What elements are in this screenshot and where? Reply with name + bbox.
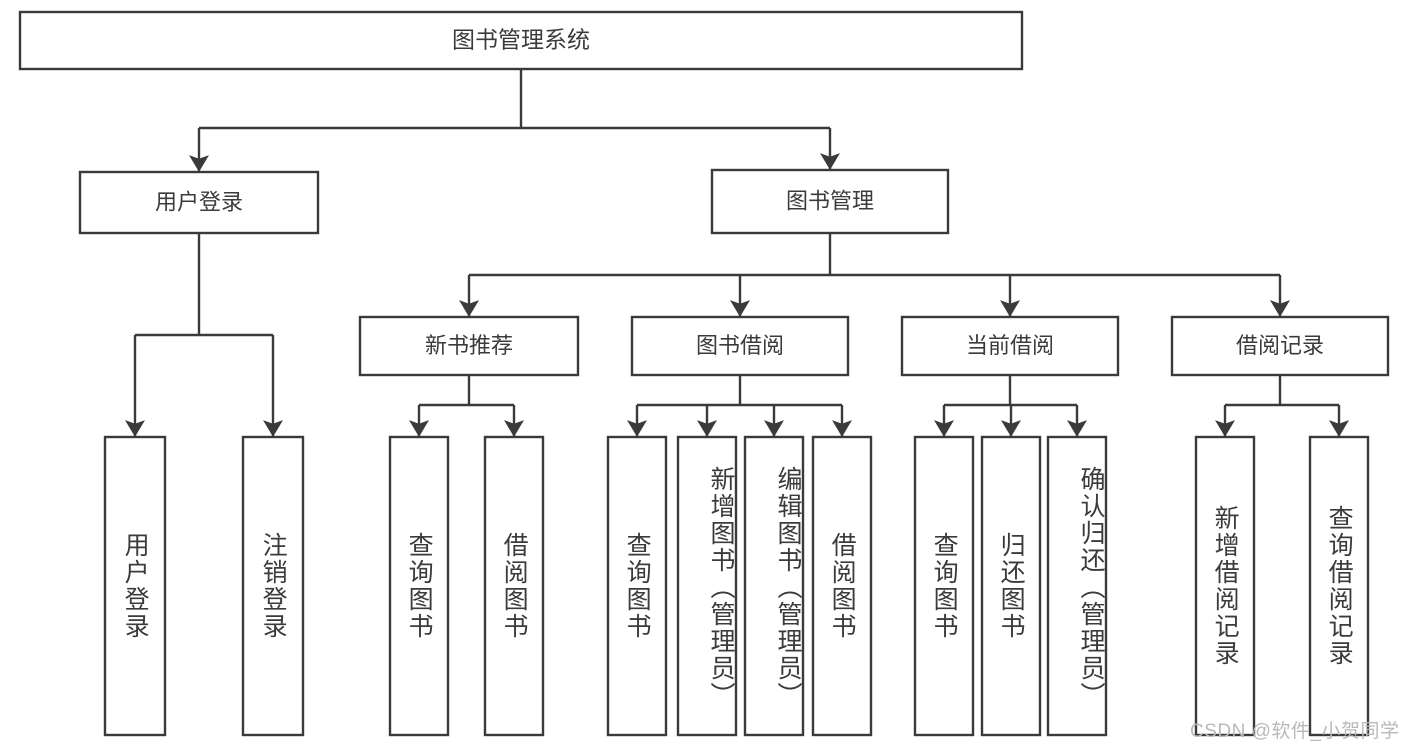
node-leaf-query-record[interactable] — [1308, 435, 1370, 737]
node-box-leaf-query-record — [1308, 435, 1370, 737]
node-label-borrow-record: 借阅记录 — [1236, 333, 1324, 358]
node-label-root: 图书管理系统 — [452, 27, 590, 53]
node-new-book-rec[interactable]: 新书推荐 — [358, 315, 580, 377]
connectors-layer — [124, 69, 1350, 437]
node-box-leaf-return-book — [980, 435, 1042, 737]
node-leaf-query-book-3[interactable] — [913, 435, 975, 737]
node-box-root — [18, 10, 1024, 71]
node-box-leaf-query-book-3 — [913, 435, 975, 737]
node-book-borrow[interactable]: 图书借阅 — [630, 315, 850, 377]
node-leaf-edit-book[interactable] — [743, 435, 805, 737]
node-box-user-login — [78, 170, 320, 235]
node-root[interactable]: 图书管理系统 — [18, 10, 1024, 71]
node-leaf-query-book-2[interactable] — [606, 435, 668, 737]
node-book-manage[interactable]: 图书管理 — [710, 168, 950, 235]
node-box-borrow-record — [1170, 315, 1390, 377]
node-box-leaf-borrow-book-2 — [811, 435, 873, 737]
node-box-leaf-confirm-return — [1046, 435, 1108, 737]
node-leaf-user-logout[interactable] — [241, 435, 305, 737]
node-box-book-borrow — [630, 315, 850, 377]
csdn-watermark: CSDN @软件_小贺同学 — [1190, 721, 1400, 742]
node-label-new-book-rec: 新书推荐 — [425, 333, 513, 358]
node-leaf-confirm-return[interactable] — [1046, 435, 1108, 737]
node-current-borrow[interactable]: 当前借阅 — [900, 315, 1120, 377]
node-box-leaf-query-book-1 — [388, 435, 450, 737]
node-box-leaf-user-login — [103, 435, 167, 737]
node-box-current-borrow — [900, 315, 1120, 377]
node-box-book-manage — [710, 168, 950, 235]
node-label-book-borrow: 图书借阅 — [696, 333, 784, 358]
node-box-new-book-rec — [358, 315, 580, 377]
node-box-leaf-edit-book — [743, 435, 805, 737]
node-box-leaf-borrow-book-1 — [483, 435, 545, 737]
node-label-current-borrow: 当前借阅 — [966, 333, 1054, 358]
node-leaf-user-login[interactable] — [103, 435, 167, 737]
node-box-leaf-query-book-2 — [606, 435, 668, 737]
node-box-leaf-user-logout — [241, 435, 305, 737]
node-leaf-query-book-1[interactable] — [388, 435, 450, 737]
node-leaf-add-book[interactable] — [676, 435, 738, 737]
node-user-login[interactable]: 用户登录 — [78, 170, 320, 235]
node-box-leaf-add-record — [1194, 435, 1256, 737]
node-box-leaf-add-book — [676, 435, 738, 737]
node-label-user-login: 用户登录 — [155, 189, 243, 214]
node-leaf-borrow-book-2[interactable] — [811, 435, 873, 737]
node-leaf-borrow-book-1[interactable] — [483, 435, 545, 737]
node-label-book-manage: 图书管理 — [786, 188, 874, 213]
node-leaf-add-record[interactable] — [1194, 435, 1256, 737]
node-leaf-return-book[interactable] — [980, 435, 1042, 737]
node-borrow-record[interactable]: 借阅记录 — [1170, 315, 1390, 377]
